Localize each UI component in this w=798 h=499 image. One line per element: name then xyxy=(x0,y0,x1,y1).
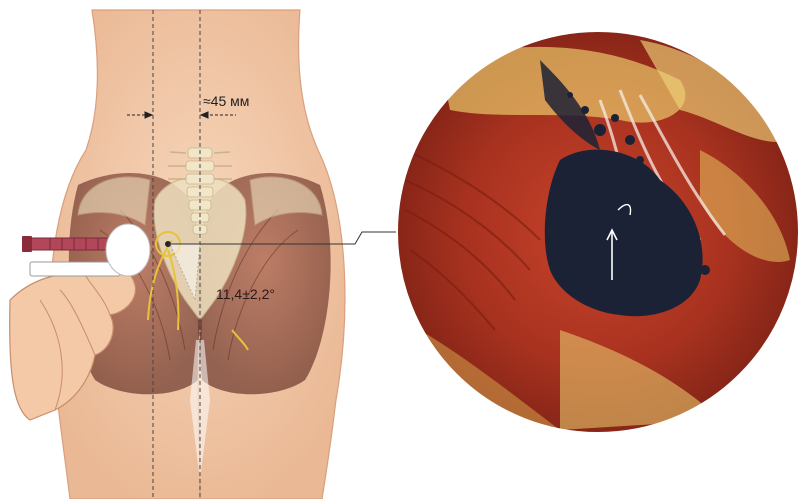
angle-label: 11,4±2,2° xyxy=(216,286,275,302)
distance-label: ≈45 мм xyxy=(203,93,249,109)
magnified-tissue-inset xyxy=(397,31,798,433)
